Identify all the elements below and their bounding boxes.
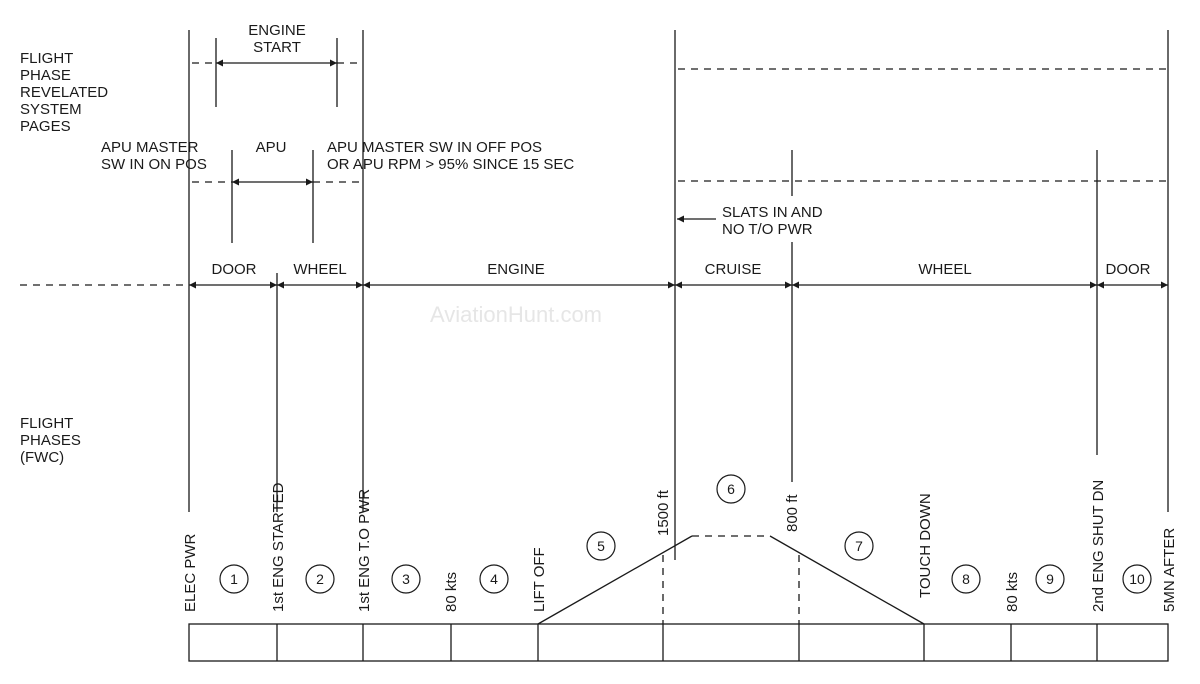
system-page-door: DOOR	[212, 261, 257, 278]
system-page-engine: ENGINE	[487, 261, 545, 278]
event-touch-down: TOUCH DOWN	[917, 493, 934, 598]
flight-phase-revelated-label: FLIGHT PHASE REVELATED SYSTEM PAGES	[20, 50, 108, 135]
engine-start-label: ENGINE	[248, 22, 306, 39]
system-page-labels: DOOR WHEEL ENGINE CRUISE WHEEL DOOR	[212, 261, 1151, 278]
event-elec-pwr: ELEC PWR	[182, 533, 199, 612]
apu-off-label: OR APU RPM > 95% SINCE 15 SEC	[327, 156, 574, 173]
dashed-lines	[20, 62, 1168, 286]
flight-phases-fwc-label: FLIGHT PHASES (FWC)	[20, 415, 81, 466]
phase-circles: 1 2 3 4 5 6 7 8 9 10	[219, 474, 1152, 594]
arrows	[189, 59, 1168, 289]
event-5mn-after: 5MN AFTER	[1161, 528, 1178, 612]
phase-number: 10	[1129, 571, 1145, 587]
phase-number: 4	[490, 571, 498, 587]
vertical-lines	[188, 30, 1169, 560]
engine-start-label: START	[253, 39, 301, 56]
event-labels: ELEC PWR 1st ENG STARTED 1st ENG T.O PWR…	[182, 480, 1178, 612]
label-line: SYSTEM	[20, 101, 82, 118]
label-line: (FWC)	[20, 449, 64, 466]
label-line: FLIGHT	[20, 415, 73, 432]
system-page-cruise: CRUISE	[705, 261, 762, 278]
apu-label: APU	[256, 139, 287, 156]
label-line: FLIGHT	[20, 50, 73, 67]
phase-number: 8	[962, 571, 970, 587]
system-page-door: DOOR	[1106, 261, 1151, 278]
label-line: PAGES	[20, 118, 71, 135]
watermark: AviationHunt.com	[430, 302, 602, 327]
phase-number: 7	[855, 538, 863, 554]
flight-profile	[537, 535, 925, 625]
system-page-wheel: WHEEL	[918, 261, 971, 278]
slats-in-label: SLATS IN AND	[722, 204, 823, 221]
label-line: PHASE	[20, 67, 71, 84]
phase-number: 2	[316, 571, 324, 587]
slats-in-label: NO T/O PWR	[722, 221, 813, 238]
phase-number: 1	[230, 571, 238, 587]
event-1st-eng-to-pwr: 1st ENG T.O PWR	[356, 489, 373, 612]
apu-off-label: APU MASTER SW IN OFF POS	[327, 139, 542, 156]
label-line: REVELATED	[20, 84, 108, 101]
apu-on-label: SW IN ON POS	[101, 156, 207, 173]
event-800-ft: 800 ft	[784, 494, 801, 532]
apu-on-label: APU MASTER	[101, 139, 199, 156]
phase-number: 6	[727, 481, 735, 497]
phase-number: 9	[1046, 571, 1054, 587]
phase-number: 3	[402, 571, 410, 587]
event-1st-eng-started: 1st ENG STARTED	[270, 482, 287, 612]
event-80-kts: 80 kts	[1004, 572, 1021, 612]
event-2nd-eng-shut-dn: 2nd ENG SHUT DN	[1090, 480, 1107, 612]
phase-number: 5	[597, 538, 605, 554]
event-1500-ft: 1500 ft	[655, 489, 672, 536]
system-page-wheel: WHEEL	[293, 261, 346, 278]
event-lift-off: LIFT OFF	[531, 547, 548, 612]
event-80-kts: 80 kts	[443, 572, 460, 612]
phase-timeline-box	[188, 623, 1169, 662]
label-line: PHASES	[20, 432, 81, 449]
